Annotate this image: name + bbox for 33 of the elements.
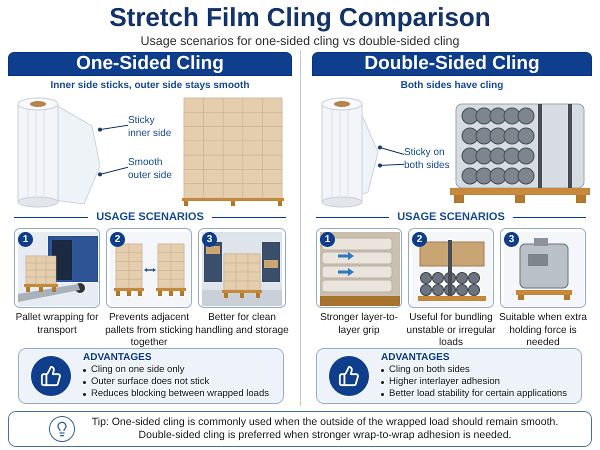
leader-line	[378, 163, 404, 168]
leader-line	[98, 124, 128, 132]
advantages-panel	[316, 348, 582, 404]
card-caption: Better for clean handling and storage	[194, 312, 290, 337]
leader-line	[378, 146, 404, 155]
bullet-item: Better load stability for certain applications	[389, 388, 567, 400]
bullet-item: Cling on one side only	[91, 364, 184, 376]
bullet-item: Cling on both sides	[389, 364, 470, 376]
panel-header: One-Sided Cling	[8, 52, 292, 76]
panel-heading: ADVANTAGES	[381, 352, 451, 364]
card-caption: Prevents adjacent pallets from sticking together	[104, 312, 194, 350]
tagline: Both sides have cling	[400, 79, 504, 92]
panel-header: Double-Sided Cling	[312, 52, 592, 76]
subtitle: Usage scenarios for one-sided cling vs double-sided cling	[140, 34, 460, 49]
tip-box	[8, 411, 592, 447]
callout-text: Smooth outer side	[128, 156, 178, 184]
callout-text: Sticky inner side	[128, 114, 174, 142]
card-caption: Suitable when extra holding force is needed	[498, 312, 588, 350]
title: Stretch Film Cling Comparison	[108, 2, 492, 32]
card-caption: Pallet wrapping for transport	[14, 312, 100, 337]
tip-text: Tip: One-sided cling is commonly used when the outside of the wrapped load should remain smooth. Double-sided cling is preferred when stronger wrap-to-wrap adhesion is needed.	[90, 416, 560, 442]
bullet-item: Higher interlayer adhesion	[389, 376, 500, 388]
tagline: Inner side sticks, outer side stays smooth	[50, 79, 250, 92]
advantages-panel	[18, 348, 284, 404]
section-heading: USAGE SCENARIOS	[96, 210, 204, 224]
callout-text: Sticky on both sides	[404, 146, 454, 174]
card-caption: Useful for bundling unstable or irregular loads	[406, 312, 496, 350]
card-caption: Stronger layer-to-layer grip	[319, 312, 399, 337]
bullet-item: Outer surface does not stick	[91, 376, 210, 388]
panel-heading: ADVANTAGES	[83, 352, 153, 364]
section-heading: USAGE SCENARIOS	[397, 210, 505, 224]
bullet-item: Reduces blocking between wrapped loads	[91, 388, 269, 400]
leader-line	[98, 166, 128, 176]
